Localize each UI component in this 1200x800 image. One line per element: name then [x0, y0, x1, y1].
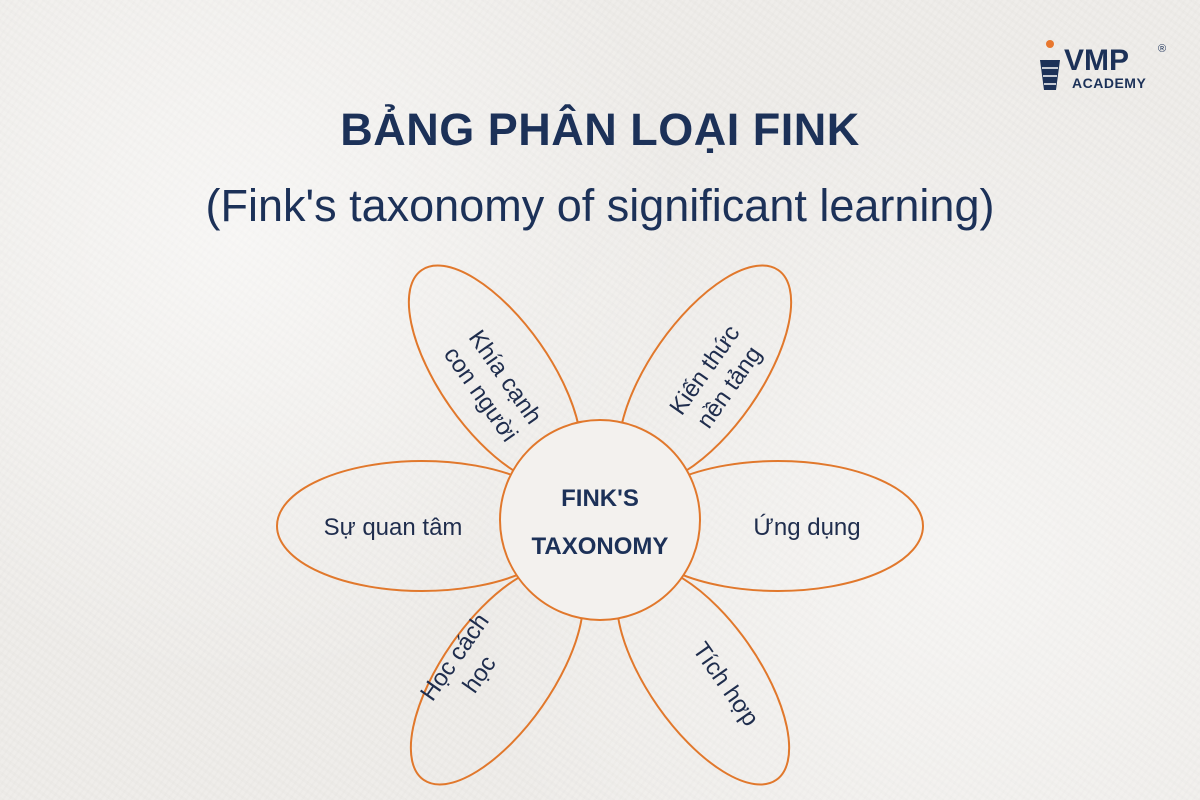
page-title: BẢNG PHÂN LOẠI FINK [340, 104, 860, 155]
center-hub [499, 419, 701, 621]
logo-sub-text: ACADEMY [1072, 75, 1146, 91]
center-label-line2: TAXONOMY [532, 533, 669, 560]
petal-label-caring: Sự quan tâm [324, 514, 463, 541]
logo-sunburst-icon [1040, 40, 1060, 90]
logo-registered-mark: ® [1158, 43, 1166, 55]
center-label-line1: FINK'S [561, 485, 639, 512]
page-subtitle: (Fink's taxonomy of significant learning… [205, 180, 995, 231]
petal-label-application: Ứng dụng [753, 514, 860, 541]
vmp-academy-logo: VMP ACADEMY ® [1034, 38, 1174, 100]
logo-brand-text: VMP [1064, 44, 1129, 77]
